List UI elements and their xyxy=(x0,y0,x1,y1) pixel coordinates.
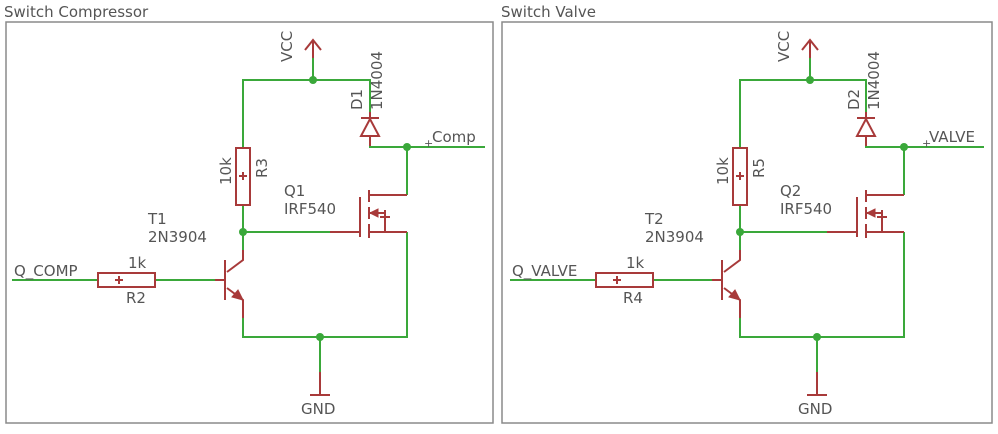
input-net-label: Q_COMP xyxy=(14,262,78,281)
sheet-title: Switch Compressor xyxy=(4,3,149,21)
mosfet-q2: Q2 IRF540 xyxy=(780,182,904,238)
mosfet-q1: Q1 IRF540 xyxy=(284,182,407,238)
mosfet-name: Q1 xyxy=(284,182,305,200)
bjt-name: T1 xyxy=(147,210,167,228)
sheet-switch-compressor: Switch Compressor VCC xyxy=(4,3,494,424)
diode-d2: D2 1N4004 xyxy=(845,51,883,146)
gnd-symbol: GND xyxy=(798,372,832,418)
diode-name: D2 xyxy=(845,89,863,110)
resistor-r4: 1k R4 xyxy=(595,254,654,307)
output-net-prefix: + xyxy=(922,137,931,150)
bjt-name: T2 xyxy=(644,210,664,228)
bjt-t2: T2 2N3904 xyxy=(644,210,741,318)
sheet-frame xyxy=(501,21,993,424)
vcc-symbol: VCC xyxy=(278,31,322,62)
resistor-base-name: R2 xyxy=(126,289,146,307)
resistor-top-value: 10k xyxy=(714,157,732,185)
diode-name: D1 xyxy=(348,89,366,110)
mosfet-value: IRF540 xyxy=(284,200,336,218)
resistor-base-name: R4 xyxy=(623,289,643,307)
resistor-top-name: R5 xyxy=(750,158,768,178)
gnd-label: GND xyxy=(301,400,335,418)
junctions xyxy=(736,76,908,341)
mosfet-name: Q2 xyxy=(780,182,801,200)
mosfet-value: IRF540 xyxy=(780,200,832,218)
input-net-label: Q_VALVE xyxy=(512,262,577,281)
vcc-label: VCC xyxy=(775,31,793,62)
resistor-top-name: R3 xyxy=(253,158,271,178)
wires xyxy=(12,58,485,395)
bjt-value: 2N3904 xyxy=(645,228,704,246)
resistor-base-value: 1k xyxy=(626,254,645,272)
junctions xyxy=(239,76,411,341)
bjt-t1: T1 2N3904 xyxy=(147,210,244,318)
sheet-title: Switch Valve xyxy=(501,3,596,21)
resistor-r2: 1k R2 xyxy=(97,254,156,307)
resistor-r5: 10k R5 xyxy=(714,147,768,206)
resistor-top-value: 10k xyxy=(217,157,235,185)
bjt-value: 2N3904 xyxy=(148,228,207,246)
diode-value: 1N4004 xyxy=(865,51,883,110)
output-net-prefix: + xyxy=(424,137,433,150)
output-net-label: Comp xyxy=(432,128,476,146)
vcc-symbol: VCC xyxy=(775,31,819,62)
gnd-label: GND xyxy=(798,400,832,418)
sheet-switch-valve: Switch Valve VCC xyxy=(501,3,993,424)
sheet-frame xyxy=(5,21,494,424)
resistor-r3: 10k R3 xyxy=(217,147,271,206)
output-net-label: VALVE xyxy=(929,128,975,146)
resistor-base-value: 1k xyxy=(128,254,147,272)
diode-d1: D1 1N4004 xyxy=(348,51,386,146)
vcc-label: VCC xyxy=(278,31,296,62)
gnd-symbol: GND xyxy=(301,372,335,418)
wires xyxy=(510,58,984,395)
diode-value: 1N4004 xyxy=(368,51,386,110)
